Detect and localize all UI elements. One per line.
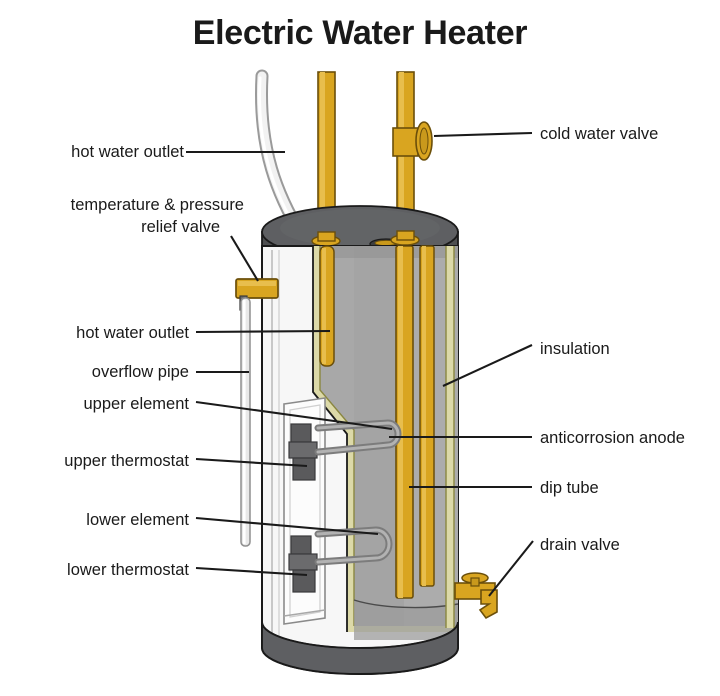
leader-lower-element [195,516,379,536]
label-overflow-pipe: overflow pipe [91,363,189,381]
cold-water-valve[interactable] [392,121,433,161]
lower-thermostat [288,535,318,593]
label-temperature-pressure-relief-valve-line2: relief valve [141,218,220,236]
overflow-pipe [240,297,251,547]
label-upper-thermostat: upper thermostat [64,452,189,470]
anticorrosion-anode [395,245,414,599]
label-temperature-pressure-relief-valve: temperature & pressure [70,196,244,214]
leader-lower-thermostat [195,566,308,577]
upper-thermostat [288,423,318,481]
drain-valve[interactable] [454,572,498,620]
label-lower-thermostat: lower thermostat [67,561,189,579]
label-anticorrosion-anode: anticorrosion anode [540,429,685,447]
label-hot-water-outlet-top: hot water outlet [71,143,184,161]
label-lower-element: lower element [86,511,189,529]
label-drain-valve: drain valve [540,536,620,554]
leader-insulation [442,344,533,387]
upper-element [314,419,402,456]
leader-hot-water-outlet-body [195,329,331,334]
leader-upper-thermostat [195,457,308,468]
leader-upper-element [195,400,393,431]
leader-tp-relief-valve [230,235,259,282]
hot-water-outlet-interior [319,245,335,367]
label-cold-water-valve: cold water valve [540,125,659,143]
leader-lines [186,131,534,597]
jacket-inner-lines [271,250,280,646]
lower-element [314,526,393,566]
label-upper-element: upper element [83,395,190,413]
tank-base-ring [261,621,459,675]
page-title: Electric Water Heater [192,14,528,52]
leader-cold-water-valve [433,131,533,138]
pipe-collars [311,230,420,247]
label-hot-water-outlet-body: hot water outlet [76,324,189,342]
dip-tube [419,245,435,587]
label-insulation: insulation [540,340,610,358]
label-dip-tube: dip tube [540,479,599,497]
leader-drain-valve [488,540,534,597]
